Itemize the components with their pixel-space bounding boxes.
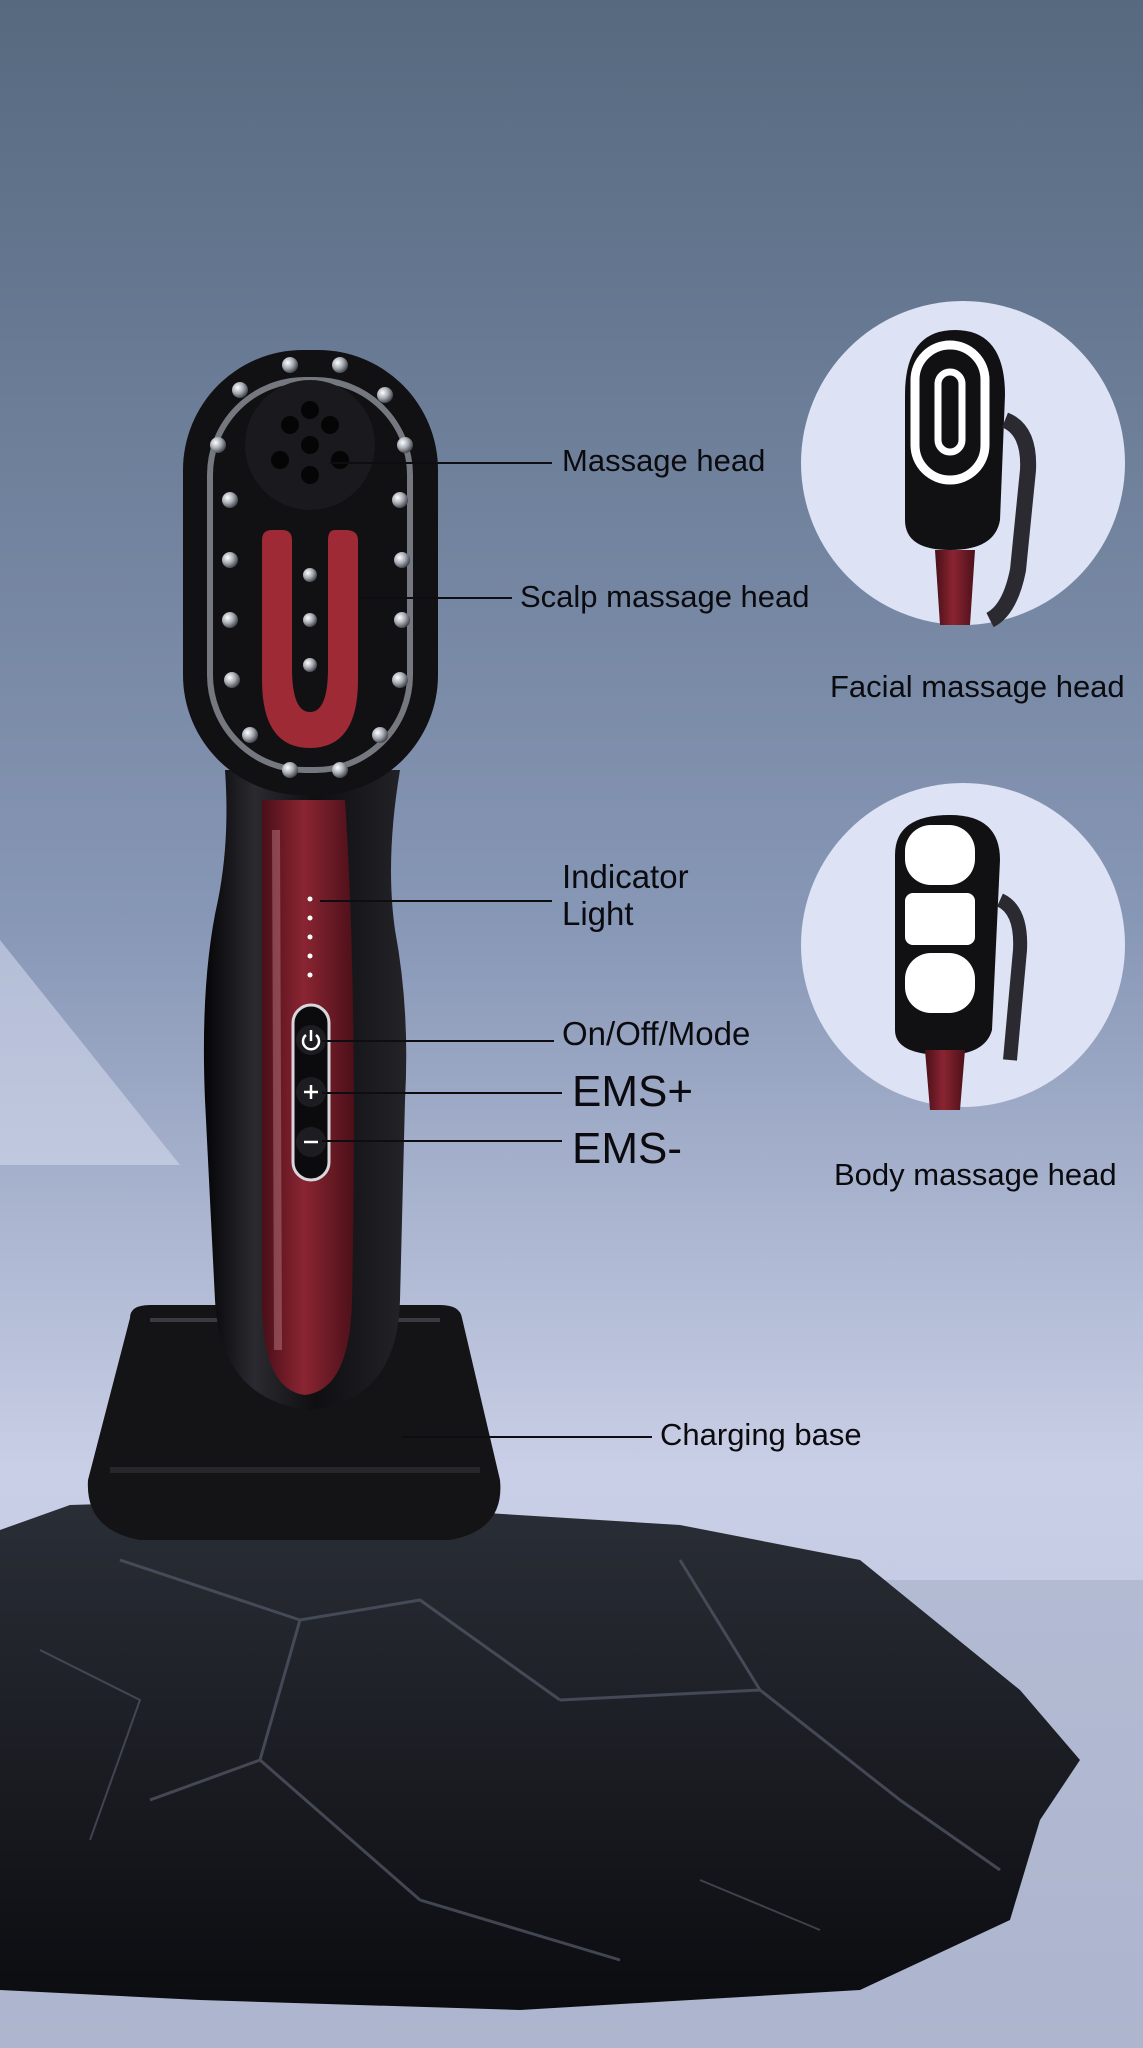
background-glass-panel	[0, 940, 180, 1165]
ems-minus-button[interactable]	[296, 1127, 326, 1157]
ems-plus-button[interactable]	[296, 1077, 326, 1107]
leader-ems-minus	[322, 1140, 562, 1142]
leader-charging-base	[402, 1436, 652, 1438]
leader-indicator-light	[320, 900, 552, 902]
power-icon	[301, 1034, 321, 1051]
indicator-lights	[307, 896, 313, 978]
label-scalp-massage-head: Scalp massage head	[520, 579, 810, 614]
body-head-circle	[801, 783, 1125, 1110]
leader-massage-head	[330, 462, 552, 464]
label-charging-base: Charging base	[660, 1417, 862, 1452]
leader-on-off-mode	[322, 1040, 554, 1042]
scalp-pins	[210, 357, 413, 778]
label-on-off-mode: On/Off/Mode	[562, 1015, 751, 1052]
rock-pedestal	[0, 1500, 1080, 2010]
label-facial-massage-head: Facial massage head	[830, 669, 1125, 704]
power-button[interactable]	[296, 1025, 326, 1055]
label-indicator-light-2: Light	[562, 895, 634, 932]
leader-ems-plus	[322, 1092, 562, 1094]
leader-scalp-massage-head	[360, 597, 512, 599]
label-body-massage-head: Body massage head	[834, 1157, 1117, 1192]
label-ems-plus: EMS+	[572, 1067, 694, 1116]
button-panel	[291, 1003, 331, 1182]
facial-head-circle	[801, 301, 1125, 628]
label-ems-minus: EMS-	[572, 1124, 682, 1173]
label-massage-head: Massage head	[562, 443, 766, 478]
label-indicator-light-1: Indicator	[562, 858, 689, 895]
